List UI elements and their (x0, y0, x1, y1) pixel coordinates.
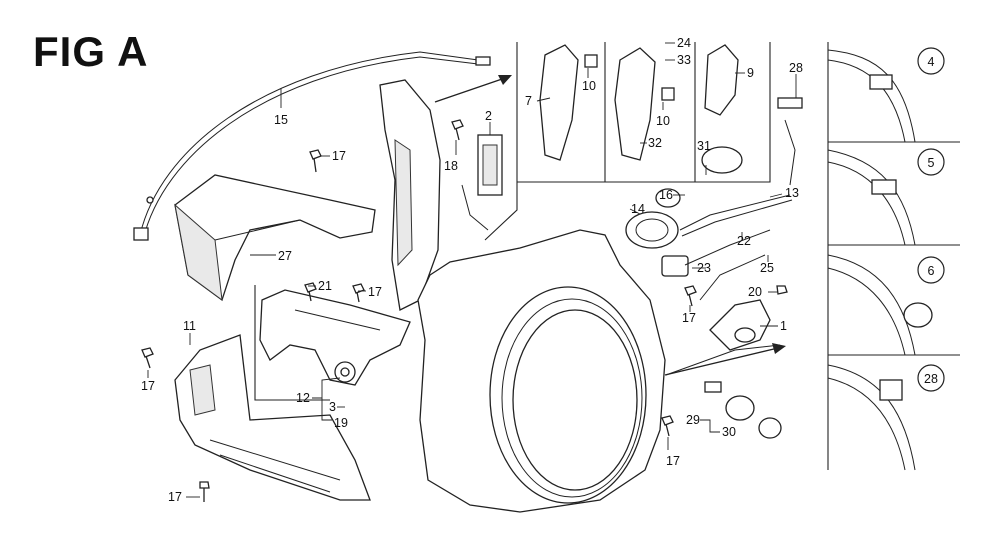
part-label-21: 21 (318, 279, 332, 293)
part-label-18: 18 (444, 159, 458, 173)
part-label-11: 11 (183, 319, 196, 333)
callout-circle (917, 256, 945, 284)
detail-views (827, 49, 933, 471)
part-label-15: 15 (274, 113, 288, 127)
part-label-28: 28 (789, 61, 803, 75)
switch-box (709, 299, 771, 351)
part-label-23: 23 (697, 261, 711, 275)
round-component (625, 188, 689, 277)
part-label-16: 16 (659, 188, 673, 202)
panel-frames (254, 42, 960, 470)
part-label-17: 17 (141, 379, 155, 393)
detail-callout-4: 4 (928, 55, 935, 69)
part-label-2: 2 (485, 109, 492, 123)
part-label-31: 31 (697, 139, 711, 153)
part-label-17: 17 (682, 311, 696, 325)
callout-circle (917, 148, 945, 176)
detail-callouts: 4 5 6 28 (917, 47, 945, 392)
part-label-19: 19 (334, 416, 348, 430)
part-label-29: 29 (686, 413, 700, 427)
part-label-24: 24 (677, 36, 691, 50)
part-label-17: 17 (332, 149, 346, 163)
connector-parts (704, 381, 782, 439)
upper-shroud (174, 174, 376, 302)
part-numbers: 15 17 18 2 7 10 24 33 9 10 32 28 31 16 1… (141, 36, 803, 504)
part-label-10: 10 (656, 114, 670, 128)
wire-harness (461, 97, 803, 376)
part-label-12: 12 (296, 391, 310, 405)
part-label-13: 13 (785, 186, 799, 200)
part-label-30: 30 (722, 425, 736, 439)
fan-housing (417, 229, 666, 513)
part-label-1: 1 (780, 319, 787, 333)
callout-circle (917, 364, 945, 392)
part-label-9: 9 (747, 66, 754, 80)
part-label-17: 17 (168, 490, 182, 504)
callout-circle (917, 47, 945, 75)
leader-lines (147, 42, 797, 498)
figure-title: FIG A (33, 28, 149, 75)
lower-shroud (174, 334, 371, 501)
part-label-10: 10 (582, 79, 596, 93)
direction-arrows (434, 75, 786, 376)
part-label-27: 27 (278, 249, 292, 263)
detail-callout-5: 5 (928, 156, 935, 170)
throttle-cable (133, 51, 491, 241)
ignition-coil (477, 134, 503, 196)
detail-callout-6: 6 (928, 264, 935, 278)
mounting-bracket (259, 289, 411, 386)
part-label-17: 17 (368, 285, 382, 299)
part-label-3: 3 (329, 400, 336, 414)
part-label-17: 17 (666, 454, 680, 468)
part-label-7: 7 (525, 94, 532, 108)
detail-callout-28: 28 (924, 372, 938, 386)
part-label-22: 22 (737, 234, 751, 248)
part-label-32: 32 (648, 136, 662, 150)
part-label-14: 14 (631, 202, 645, 216)
part-label-33: 33 (677, 53, 691, 67)
side-cover (379, 79, 441, 311)
part-label-25: 25 (760, 261, 774, 275)
bolts (141, 119, 788, 502)
part-label-20: 20 (748, 285, 762, 299)
upper-panel-parts (539, 44, 743, 174)
